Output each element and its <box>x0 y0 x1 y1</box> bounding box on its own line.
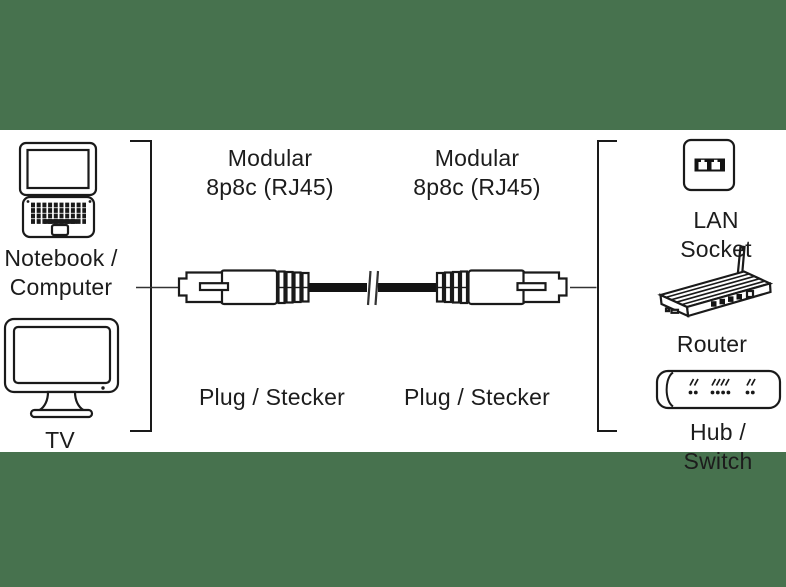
plug-stecker-label-right: Plug / Stecker <box>404 384 550 410</box>
plug-stecker-label-left: Plug / Stecker <box>199 384 345 410</box>
cable-icon <box>305 270 440 306</box>
hub-switch-icon <box>655 369 782 410</box>
lan-socket-icon <box>682 138 736 192</box>
tv-label: TV <box>45 427 75 453</box>
rj45-plug-right-icon <box>435 269 568 306</box>
laptop-icon <box>18 141 98 239</box>
rj45-plug-left-icon <box>177 269 310 306</box>
hub-switch-label: Hub / Switch <box>683 419 753 474</box>
hub-led-slashes <box>689 378 756 386</box>
tv-icon <box>3 317 120 419</box>
notebook-computer-label: Notebook / Computer <box>4 245 118 300</box>
router-icon <box>657 245 774 318</box>
cable-break-mark <box>366 270 372 306</box>
hub-port-dots <box>688 390 755 395</box>
right-bracket <box>597 140 617 432</box>
cable-break-mark <box>374 270 380 306</box>
modular-rj45-label-left: Modular 8p8c (RJ45) <box>206 145 334 200</box>
left-bracket <box>130 140 152 432</box>
lan-socket-label: LAN Socket <box>680 207 752 262</box>
router-label: Router <box>676 331 748 357</box>
modular-rj45-label-right: Modular 8p8c (RJ45) <box>413 145 541 200</box>
